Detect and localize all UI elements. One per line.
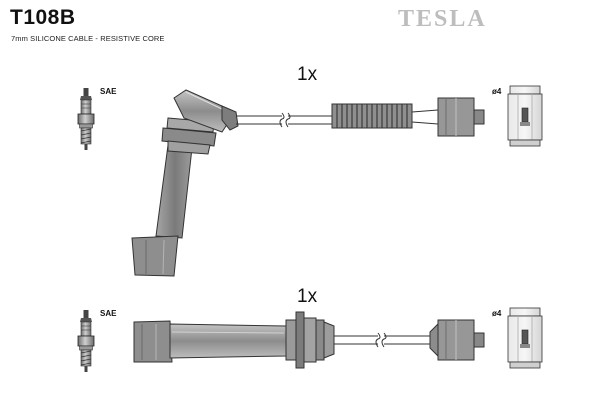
cable xyxy=(334,332,430,348)
spark-plug-icon xyxy=(77,88,95,150)
part-number: T108B xyxy=(10,6,76,29)
brand-logo: TESLA xyxy=(398,6,487,32)
wire-2-quantity: 1x xyxy=(297,286,318,307)
wire-1-quantity: 1x xyxy=(297,64,318,85)
spark-plug-icon xyxy=(77,310,95,372)
angled-boot-icon xyxy=(131,89,239,277)
straight-boot-icon xyxy=(133,311,335,369)
cable-description: 7mm SILICONE CABLE - RESISTIVE CORE xyxy=(11,34,165,43)
wire-2-terminal-label: ø4 xyxy=(492,309,502,318)
cable xyxy=(236,112,332,128)
wire-1-terminal-label: ø4 xyxy=(492,87,502,96)
terminal-icon xyxy=(507,85,543,147)
wire-1 xyxy=(77,85,543,277)
wire-2 xyxy=(77,307,543,372)
coil-connector-icon xyxy=(331,97,485,137)
coil-connector-icon xyxy=(429,319,485,361)
wire-2-plug-standard: SAE xyxy=(100,309,117,318)
wire-1-plug-standard: SAE xyxy=(100,87,117,96)
terminal-icon xyxy=(507,307,543,369)
